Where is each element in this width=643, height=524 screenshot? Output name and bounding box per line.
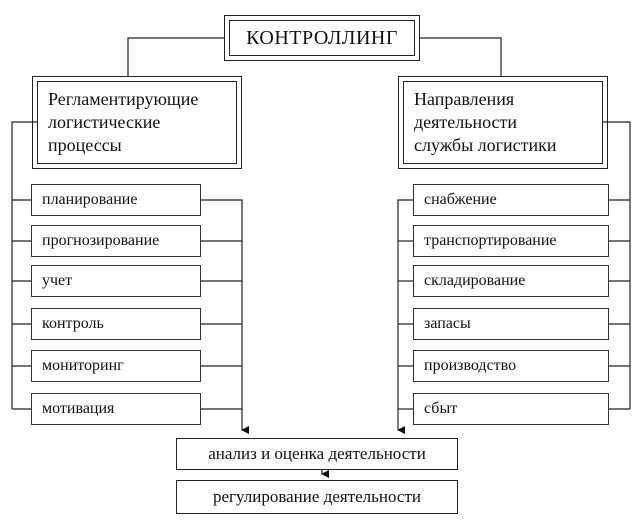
- left-header-line-2: логистические: [48, 112, 161, 132]
- left-spine: [11, 121, 37, 409]
- analysis-box: анализ и оценка деятельности: [176, 438, 458, 470]
- left-item-planning: планирование: [31, 184, 201, 216]
- right-item-sales: сбыт: [413, 393, 609, 425]
- right-header-line-3: службы логистики: [414, 135, 557, 155]
- regulation-box: регулирование деятельности: [176, 480, 458, 514]
- title-text: КОНТРОЛЛИНГ: [246, 26, 398, 49]
- left-collector: [201, 199, 249, 434]
- right-collector: [397, 199, 413, 434]
- right-header-box: Направления деятельности службы логистик…: [398, 76, 608, 169]
- right-item-production: производство: [413, 350, 609, 382]
- right-item-label: производство: [424, 357, 517, 374]
- left-header-box: Регламентирующие логистические процессы: [32, 76, 242, 169]
- right-item-label: запасы: [424, 315, 471, 332]
- left-item-label: планирование: [42, 191, 138, 208]
- right-item-label: транспортирование: [424, 232, 557, 249]
- right-item-transportation: транспортирование: [413, 225, 609, 257]
- left-item-label: учет: [42, 272, 73, 289]
- left-item-label: прогнозирование: [42, 232, 160, 249]
- right-item-inventory: запасы: [413, 308, 609, 340]
- left-header-line-3: процессы: [48, 135, 122, 155]
- right-item-warehousing: складирование: [413, 265, 609, 297]
- left-item-forecasting: прогнозирование: [31, 225, 201, 257]
- left-item-label: мотивация: [42, 400, 115, 417]
- left-item-label: мониторинг: [42, 357, 124, 374]
- left-item-accounting: учет: [31, 265, 201, 297]
- right-spine: [603, 121, 631, 409]
- title-box: КОНТРОЛЛИНГ: [224, 15, 420, 61]
- connector-title-left: [127, 37, 224, 76]
- right-item-label: снабжение: [424, 191, 497, 208]
- right-item-label: складирование: [424, 272, 526, 289]
- regulation-text: регулирование деятельности: [212, 487, 421, 506]
- analysis-text: анализ и оценка деятельности: [208, 444, 426, 463]
- left-item-motivation: мотивация: [31, 393, 201, 425]
- right-item-supply: снабжение: [413, 184, 609, 216]
- left-item-control: контроль: [31, 308, 201, 340]
- right-header-line-1: Направления: [414, 89, 515, 109]
- left-item-label: контроль: [42, 315, 104, 332]
- connector-title-right: [420, 37, 502, 76]
- right-item-label: сбыт: [424, 400, 458, 417]
- left-item-monitoring: мониторинг: [31, 350, 201, 382]
- left-header-line-1: Регламентирующие: [48, 89, 199, 109]
- right-header-line-2: деятельности: [414, 112, 518, 132]
